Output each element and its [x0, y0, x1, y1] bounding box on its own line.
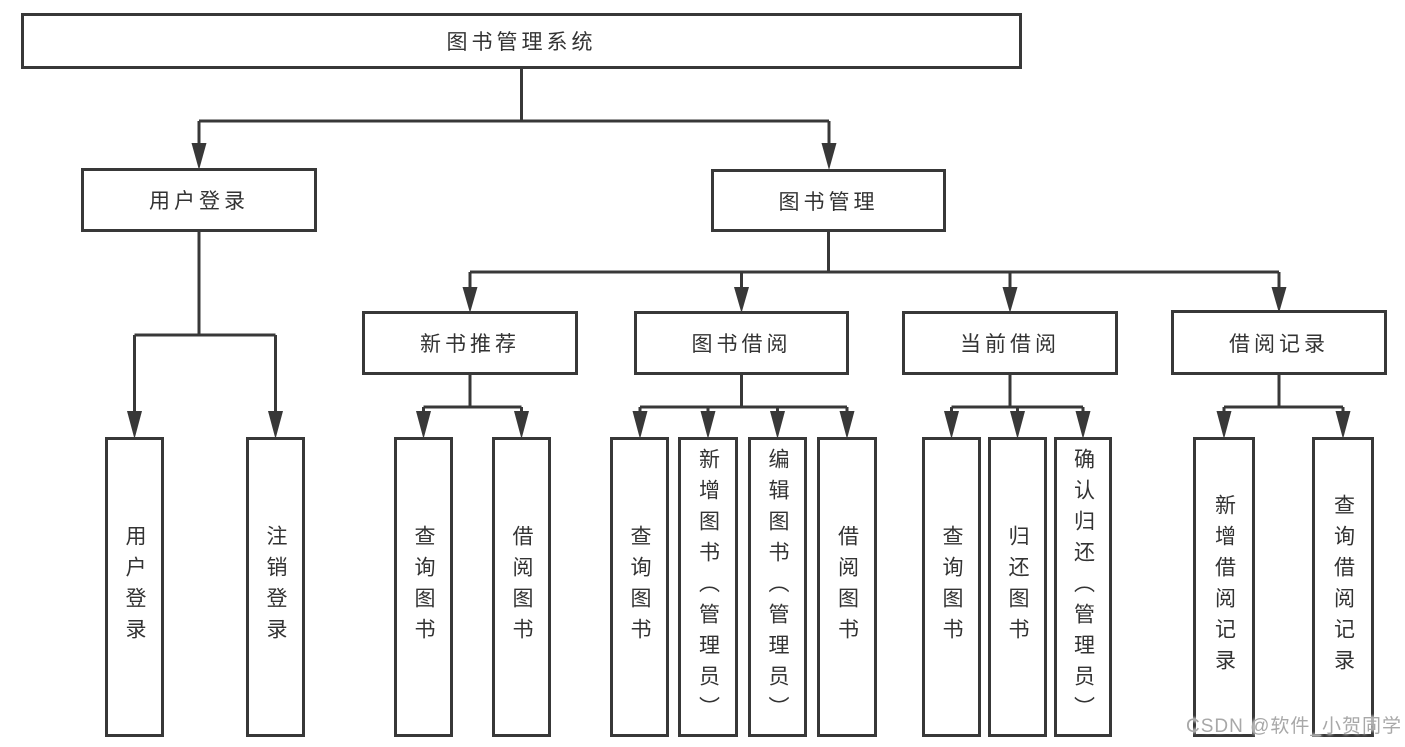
- node-user-login: 用户登录: [81, 168, 317, 232]
- connector-current-to-leaves: [944, 375, 1091, 439]
- leaf-borrowing-edit-books-admin: 编辑图书（管理员）: [748, 437, 807, 737]
- leaf-borrowing-add-books-admin-label: 新增图书（管理员）: [696, 447, 720, 727]
- connector-root-to-level2: [191, 69, 837, 170]
- leaf-borrowing-add-books-admin: 新增图书（管理员）: [678, 437, 738, 737]
- connector-records-to-leaves: [1216, 375, 1351, 439]
- leaf-borrowing-query-books-label: 查询图书: [628, 525, 651, 649]
- node-library-management-system: 图书管理系统: [21, 13, 1022, 69]
- connector-borrowing-to-leaves: [632, 375, 855, 439]
- leaf-current-confirm-return-admin: 确认归还（管理员）: [1054, 437, 1112, 737]
- connector-userlogin-to-leaves: [127, 232, 283, 439]
- leaf-current-query-books-label: 查询图书: [940, 525, 963, 649]
- csdn-watermark: CSDN @软件_小贺同学: [1186, 716, 1402, 737]
- node-book-borrowing: 图书借阅: [634, 311, 849, 375]
- leaf-records-query-record: 查询借阅记录: [1312, 437, 1374, 737]
- leaf-recommend-borrow-books: 借阅图书: [492, 437, 551, 737]
- leaf-records-add-record-label: 新增借阅记录: [1212, 494, 1236, 680]
- leaf-logout-login-label: 注销登录: [264, 525, 287, 649]
- leaf-borrowing-query-books: 查询图书: [610, 437, 669, 737]
- node-borrowing-records: 借阅记录: [1171, 310, 1387, 375]
- node-new-book-recommend: 新书推荐: [362, 311, 578, 375]
- leaf-current-confirm-return-admin-label: 确认归还（管理员）: [1071, 447, 1095, 727]
- leaf-recommend-query-books: 查询图书: [394, 437, 453, 737]
- leaf-records-query-record-label: 查询借阅记录: [1331, 494, 1355, 680]
- leaf-recommend-borrow-books-label: 借阅图书: [510, 525, 533, 649]
- connector-bookmgmt-to-level3: [462, 232, 1287, 313]
- connector-recommend-to-leaves: [416, 375, 529, 439]
- leaf-user-login: 用户登录: [105, 437, 164, 737]
- leaf-records-add-record: 新增借阅记录: [1193, 437, 1255, 737]
- leaf-borrowing-edit-books-admin-label: 编辑图书（管理员）: [766, 447, 789, 727]
- node-book-management: 图书管理: [711, 169, 946, 232]
- leaf-current-return-books: 归还图书: [988, 437, 1047, 737]
- leaf-logout-login: 注销登录: [246, 437, 305, 737]
- leaf-current-return-books-label: 归还图书: [1006, 525, 1029, 649]
- leaf-borrowing-borrow-books: 借阅图书: [817, 437, 877, 737]
- leaf-current-query-books: 查询图书: [922, 437, 981, 737]
- leaf-recommend-query-books-label: 查询图书: [412, 525, 435, 649]
- leaf-borrowing-borrow-books-label: 借阅图书: [835, 525, 859, 649]
- leaf-user-login-label: 用户登录: [123, 525, 146, 649]
- node-current-borrowing: 当前借阅: [902, 311, 1118, 375]
